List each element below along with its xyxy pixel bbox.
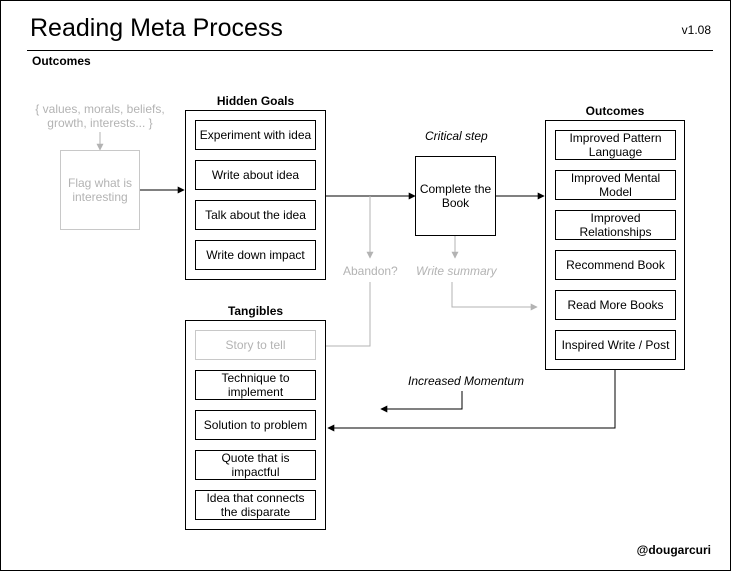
values-note: { values, morals, beliefs, growth, inter… [35,102,165,130]
tangible-solution-to-problem: Solution to problem [195,410,316,440]
outcome-improved-relationships: Improved Relationships [555,210,676,240]
flag-interesting-box: Flag what is interesting [60,150,140,230]
outcome-read-more-books: Read More Books [555,290,676,320]
tangible-technique-to-implement: Technique to implement [195,370,316,400]
arrow-abandon-to-story [315,282,371,350]
goal-write-down-impact: Write down impact [195,240,316,270]
tangible-story-to-tell: Story to tell [195,330,316,360]
hidden-goals-title: Hidden Goals [216,94,295,108]
tangible-quote-impactful: Quote that is impactful [195,450,316,480]
outcome-improved-mental-model: Improved Mental Model [555,170,676,200]
tangible-idea-connects-disparate: Idea that connects the disparate [195,490,316,520]
version-label: v1.08 [681,23,711,37]
arrow-summary-to-outcomes [451,282,538,311]
increased-momentum-label: Increased Momentum [408,374,525,388]
arrow-increased-momentum [380,391,463,413]
outcome-recommend-book: Recommend Book [555,250,676,280]
outcome-improved-pattern-language: Improved Pattern Language [555,130,676,160]
abandon-label: Abandon? [343,264,398,278]
arrow-outcomes-to-tangibles [327,370,616,432]
complete-the-book-box: Complete the Book [415,156,496,236]
title-divider [27,50,713,51]
goal-experiment-with-idea: Experiment with idea [195,120,316,150]
author-handle: @dougarcuri [636,543,711,557]
goal-write-about-idea: Write about idea [195,160,316,190]
critical-step-label: Critical step [425,129,488,143]
outcomes-title: Outcomes [585,104,645,118]
write-summary-label: Write summary [416,264,497,278]
section-subtitle: Outcomes [32,54,91,68]
outcome-inspired-write-post: Inspired Write / Post [555,330,676,360]
tangibles-title: Tangibles [227,304,284,318]
goal-talk-about-idea: Talk about the idea [195,200,316,230]
outcomes-group [545,120,685,370]
page-title: Reading Meta Process [30,14,283,42]
